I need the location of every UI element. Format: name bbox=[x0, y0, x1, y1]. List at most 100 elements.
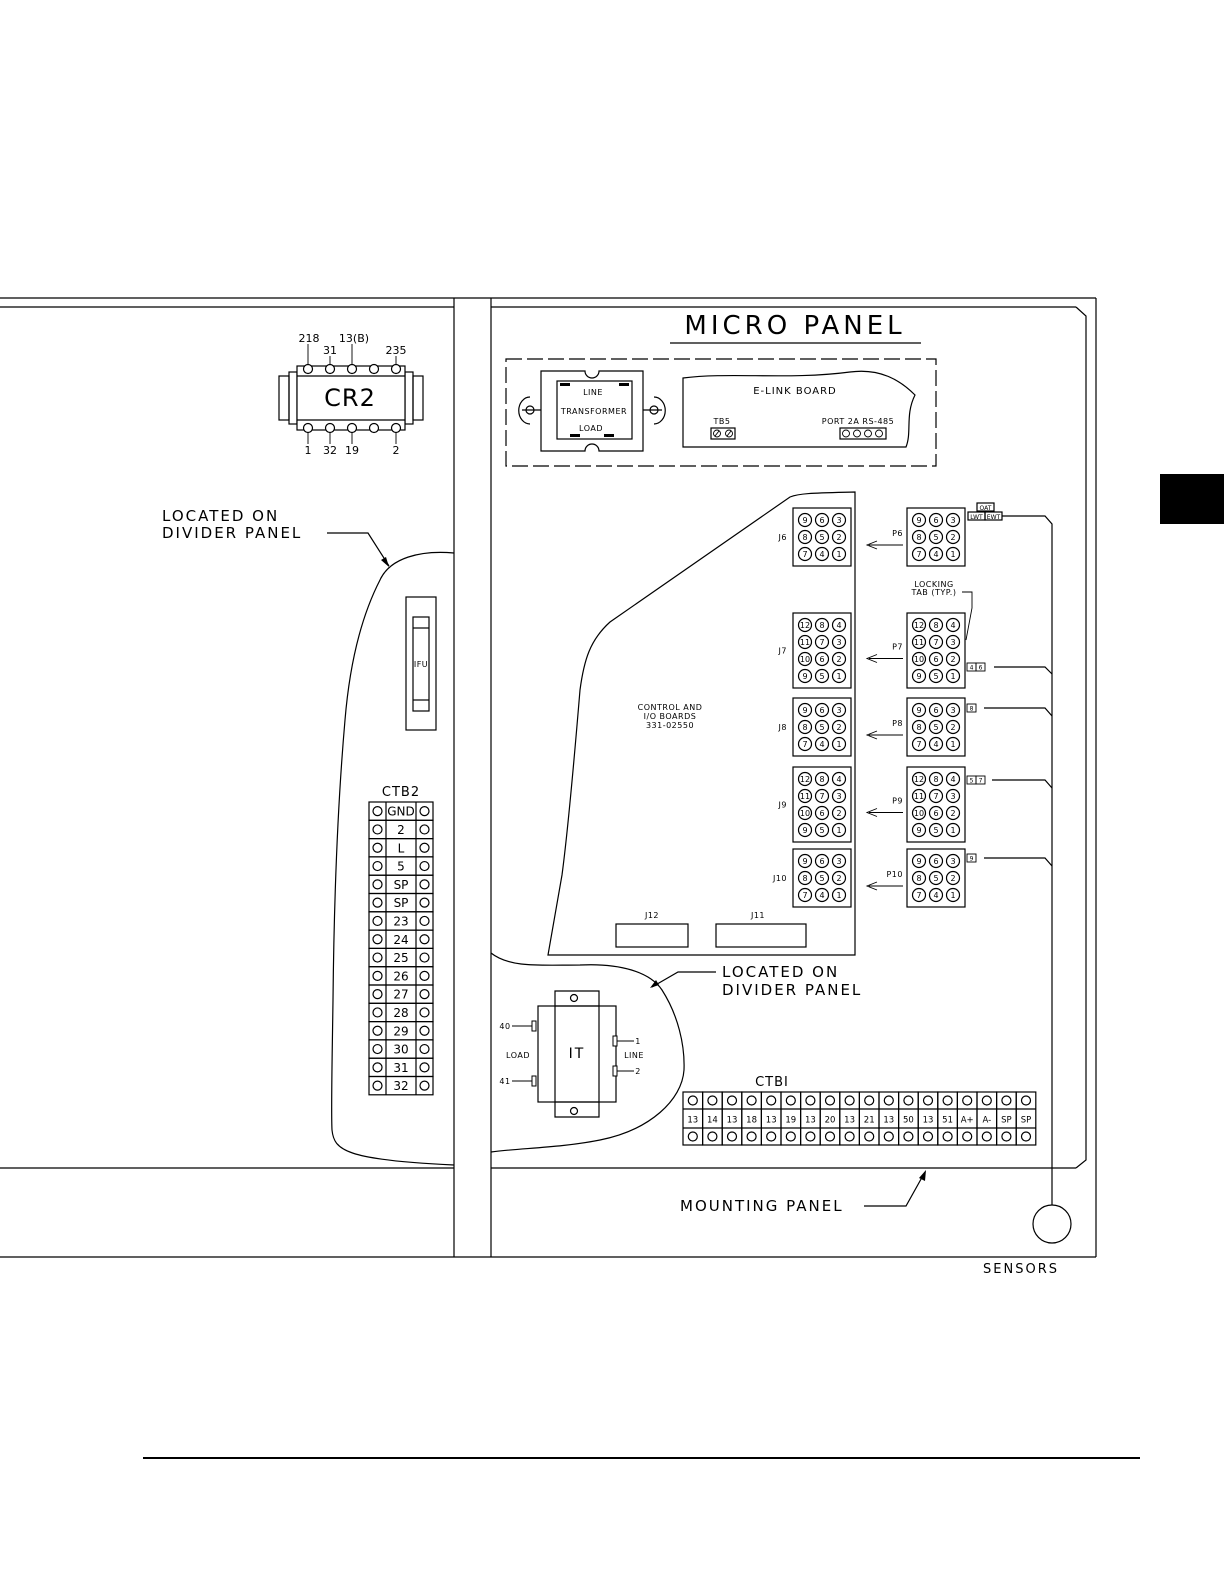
elink-enclosure bbox=[505, 358, 937, 467]
p-pin: 8 bbox=[916, 874, 921, 883]
j-pin: 2 bbox=[836, 723, 841, 732]
j-pin: 10 bbox=[800, 655, 810, 664]
left-divider-label-2: DIVIDER PANEL bbox=[162, 524, 302, 542]
j-pin: 8 bbox=[802, 533, 807, 542]
it-wire-40: 40 bbox=[499, 1022, 510, 1031]
ifu-label: IFU bbox=[414, 660, 428, 669]
p-connector-label: P10 bbox=[886, 870, 903, 879]
ctb2-terminal: GND bbox=[368, 801, 434, 821]
ctb2-terminal: 30 bbox=[368, 1039, 434, 1059]
right-divider-label-2: DIVIDER PANEL bbox=[722, 981, 862, 999]
ctb1-terminal: A+ bbox=[956, 1091, 978, 1146]
wire-tag: 6 bbox=[979, 665, 983, 672]
ctb2-terminal: 26 bbox=[368, 966, 434, 986]
j-connector-label: J6 bbox=[778, 533, 787, 542]
p-pin: 9 bbox=[916, 516, 921, 525]
j-pin: 8 bbox=[802, 874, 807, 883]
p-pin: 1 bbox=[950, 672, 955, 681]
cr2-relay: CR2 218 31 13(B) 235 1 32 19 2 bbox=[278, 332, 424, 457]
j-pin: 6 bbox=[819, 857, 824, 866]
j-connector-label: J8 bbox=[778, 723, 787, 732]
p-pin: 6 bbox=[933, 706, 938, 715]
left-divider-callout: LOCATED ON DIVIDER PANEL bbox=[162, 507, 390, 567]
ctb1-terminal-label: 19 bbox=[785, 1116, 796, 1126]
ctb1-terminal-label: 13 bbox=[923, 1116, 934, 1126]
ctb2-terminal: 2 bbox=[368, 819, 434, 840]
j-pin: 2 bbox=[836, 533, 841, 542]
ctb1-title: CTBI bbox=[755, 1075, 789, 1090]
section-tab bbox=[1160, 474, 1224, 524]
j-pin: 7 bbox=[819, 792, 824, 801]
ctb1-terminal: 19 bbox=[780, 1091, 802, 1146]
ctb2-terminal-label: 2 bbox=[397, 823, 405, 837]
j-pin: 1 bbox=[836, 891, 841, 900]
p-pin: 4 bbox=[950, 775, 955, 784]
p-pin: 4 bbox=[933, 550, 938, 559]
control-board-label-1: CONTROL AND bbox=[638, 703, 703, 712]
control-board-label-2: I/O BOARDS bbox=[644, 712, 697, 721]
ctb1-terminal-label: 13 bbox=[844, 1116, 855, 1126]
control-board-outline bbox=[547, 491, 856, 956]
j-pin: 5 bbox=[819, 672, 824, 681]
locking-tab-leader bbox=[962, 591, 973, 641]
ctb1-terminal-label: SP bbox=[1001, 1116, 1012, 1126]
p-pin: 9 bbox=[916, 672, 921, 681]
ctb2-terminal-label: 28 bbox=[393, 1006, 408, 1020]
j-pin: 4 bbox=[836, 621, 841, 630]
j-pin: 3 bbox=[836, 706, 841, 715]
j-pin: 4 bbox=[819, 891, 824, 900]
port-2a-label: PORT 2A RS-485 bbox=[822, 417, 894, 426]
p-pin: 1 bbox=[950, 550, 955, 559]
p-pin: 2 bbox=[950, 723, 955, 732]
sensors-label: SENSORS bbox=[983, 1262, 1059, 1277]
p-pin: 9 bbox=[916, 857, 921, 866]
oat-tag: OAT bbox=[980, 505, 992, 512]
j-pin: 9 bbox=[802, 826, 807, 835]
j-pin: 4 bbox=[819, 740, 824, 749]
j-pin: 1 bbox=[836, 672, 841, 681]
cr2-wire-13b: 13(B) bbox=[339, 332, 369, 345]
p-pin: 4 bbox=[933, 740, 938, 749]
elink-board: E-LINK BOARD TB5 PORT 2A RS-485 bbox=[682, 370, 916, 448]
p-pin: 5 bbox=[933, 874, 938, 883]
wire-tag: 8 bbox=[970, 706, 974, 713]
p-pin: 6 bbox=[933, 857, 938, 866]
locking-tab-label-2: TAB (TYP.) bbox=[911, 588, 957, 597]
locking-tab-label-1: LOCKING bbox=[914, 580, 953, 589]
j-pin: 3 bbox=[836, 857, 841, 866]
p-pin: 10 bbox=[914, 655, 924, 664]
ctb2-terminal: 29 bbox=[368, 1020, 434, 1041]
ctb2-terminal-label: 25 bbox=[393, 951, 408, 965]
p-pin: 1 bbox=[950, 826, 955, 835]
ctb1-terminal: 13 bbox=[917, 1091, 939, 1146]
p-pin: 2 bbox=[950, 809, 955, 818]
transformer-line-label: LINE bbox=[583, 388, 603, 397]
j12-label: J12 bbox=[644, 911, 659, 920]
left-divider-panel bbox=[330, 551, 455, 1166]
lwt-tag: LWT bbox=[970, 514, 983, 521]
ctb1-terminal-label: 13 bbox=[727, 1116, 738, 1126]
ctb1-terminal: 13 bbox=[839, 1091, 860, 1146]
ctb2-terminal-label: 24 bbox=[393, 933, 408, 947]
ctb2-terminal: 28 bbox=[368, 1002, 434, 1023]
tb5-label: TB5 bbox=[713, 417, 731, 426]
p-pin: 7 bbox=[916, 740, 921, 749]
j-pin: 5 bbox=[819, 826, 824, 835]
ctb1-terminal: 13 bbox=[760, 1091, 782, 1146]
ctb1-terminal: 20 bbox=[819, 1091, 841, 1146]
right-divider-leader bbox=[651, 971, 716, 988]
p-pin: 3 bbox=[950, 638, 955, 647]
ctb2-terminal-label: 31 bbox=[393, 1061, 408, 1075]
ctb2-terminal: 27 bbox=[368, 984, 434, 1004]
cr2-wire-19: 19 bbox=[345, 444, 359, 457]
